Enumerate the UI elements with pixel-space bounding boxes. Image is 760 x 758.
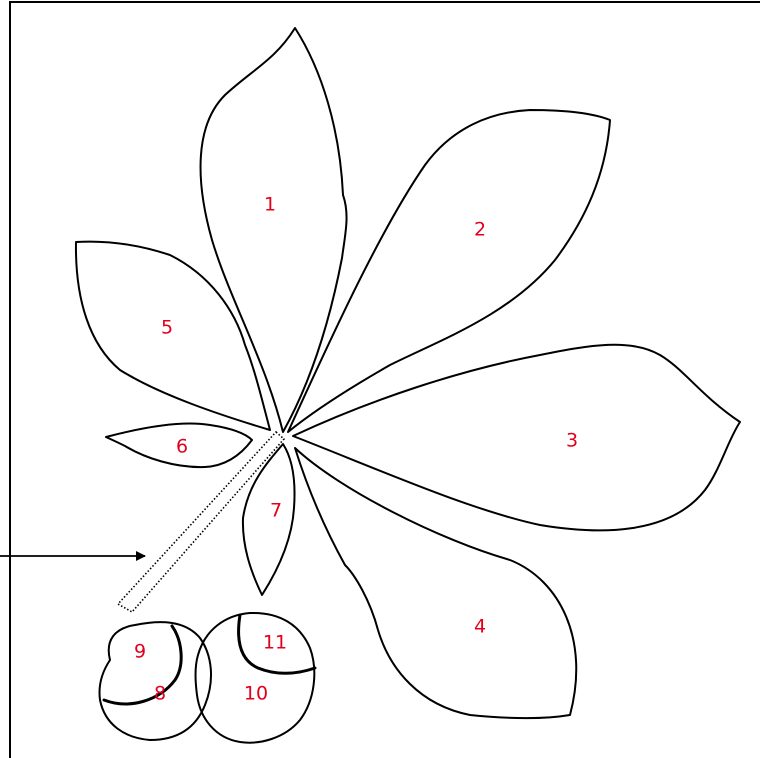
label-conker-right-cap: 11	[263, 632, 287, 654]
label-leaflet-4: 4	[474, 616, 486, 638]
label-leaflet-1: 1	[264, 194, 276, 216]
label-leaflet-3: 3	[566, 430, 578, 452]
label-conker-left-cap: 9	[134, 641, 146, 663]
label-leaflet-5: 5	[161, 317, 173, 339]
label-conker-left: 8	[154, 683, 166, 705]
label-leaflet-2: 2	[474, 219, 486, 241]
label-leaflet-7: 7	[270, 500, 282, 522]
label-leaflet-6: 6	[176, 436, 188, 458]
diagram-frame	[10, 2, 760, 758]
label-conker-right: 10	[244, 683, 268, 705]
